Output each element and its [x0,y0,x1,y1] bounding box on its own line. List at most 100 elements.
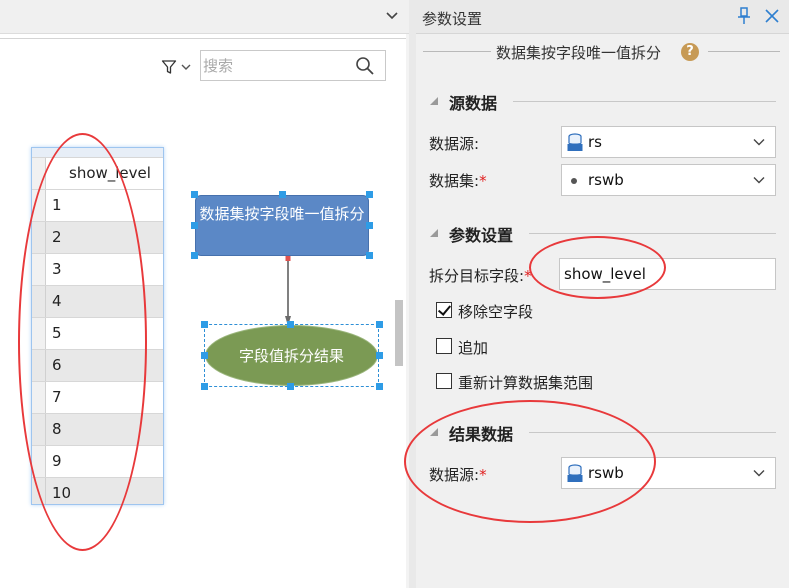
row-header [32,382,46,413]
divider [423,51,491,52]
resize-handle[interactable] [191,222,198,229]
pin-icon[interactable] [736,7,752,25]
table-cell: 1 [52,196,62,214]
append-label[interactable]: 追加 [458,339,489,357]
result-datasource-select[interactable]: rswb [561,457,776,489]
table-cell: 2 [52,228,62,246]
required-mark: * [479,172,487,190]
row-header [32,222,46,253]
table-row[interactable]: 5 [32,317,163,349]
section-source[interactable]: 源数据 [416,90,789,113]
divider [513,101,776,102]
result-node[interactable]: 字段值拆分结果 [205,325,378,386]
split-field-input[interactable]: show_level [559,258,776,290]
collapse-icon[interactable] [430,428,438,436]
table-row[interactable]: 3 [32,253,163,285]
search-icon[interactable] [355,56,375,76]
panel-titlebar: 参数设置 [416,0,789,34]
attribute-table[interactable]: show_level 1 2 3 4 5 6 7 8 9 10 [31,147,164,505]
search-box [200,50,386,81]
resize-handle[interactable] [191,252,198,259]
table-cell: 3 [52,260,62,278]
recompute-bounds-label[interactable]: 重新计算数据集范围 [458,374,594,392]
chevron-down-icon [181,64,191,70]
column-header[interactable]: show_level [69,164,151,182]
resize-handle[interactable] [279,191,286,198]
help-icon[interactable]: ? [681,43,699,61]
resize-handle[interactable] [201,321,208,328]
table-cell: 10 [52,484,72,502]
filter-icon [161,59,177,74]
process-node[interactable]: 数据集按字段唯一值拆分 [195,195,369,256]
panel-title: 参数设置 [422,10,483,28]
resize-handle[interactable] [376,321,383,328]
table-row[interactable]: 10 [32,477,163,504]
datasource-label: 数据源: [429,135,480,153]
collapse-icon[interactable] [430,97,438,105]
row-header [32,350,46,381]
recompute-bounds-checkbox[interactable] [436,373,452,389]
split-field-value: show_level [564,265,646,283]
filter-button[interactable] [153,52,199,81]
table-cell: 5 [52,324,62,342]
section-title: 源数据 [449,94,498,113]
table-row[interactable]: 6 [32,349,163,381]
resize-handle[interactable] [287,321,294,328]
dataset-label: 数据集:* [429,172,487,190]
table-row[interactable]: 8 [32,413,163,445]
panel-splitter[interactable] [409,0,416,588]
chevron-down-icon[interactable] [385,9,399,23]
table-row[interactable]: 7 [32,381,163,413]
resize-handle[interactable] [366,191,373,198]
table-row[interactable]: 4 [32,285,163,317]
resize-handle[interactable] [201,352,208,359]
function-title: 数据集按字段唯一值拆分 [496,44,662,62]
resize-handle[interactable] [201,383,208,390]
table-row[interactable]: 2 [32,221,163,253]
result-datasource-label: 数据源:* [429,466,487,484]
divider [529,233,776,234]
resize-handle[interactable] [376,383,383,390]
parameter-panel: 参数设置 数据集按字段唯一值拆分 ? 源数据 数据源: 参数设置 结果数据 [416,0,789,588]
split-field-label: 拆分目标字段:* [429,267,532,285]
collapse-icon[interactable] [430,229,438,237]
table-cell: 7 [52,388,62,406]
source-dataset-select[interactable]: rswb [561,164,776,196]
chevron-down-icon [753,139,765,146]
table-cell: 6 [52,356,62,374]
select-value: rswb [588,171,624,189]
table-cell: 9 [52,452,62,470]
resize-handle[interactable] [287,383,294,390]
canvas-toolbar [0,0,409,34]
remove-empty-checkbox[interactable] [436,302,452,318]
row-header [32,446,46,477]
section-params[interactable]: 参数设置 [416,222,789,245]
resize-handle[interactable] [376,352,383,359]
resize-handle[interactable] [366,222,373,229]
source-datasource-select[interactable]: rs [561,126,776,158]
section-result[interactable]: 结果数据 [416,421,789,444]
select-value: rswb [588,464,624,482]
section-title: 结果数据 [449,425,514,444]
datasource-icon [567,464,583,482]
resize-handle[interactable] [366,252,373,259]
table-row[interactable]: 9 [32,445,163,477]
table-top-strip [32,148,163,157]
table-cell: 8 [52,420,62,438]
close-icon[interactable] [764,8,780,24]
divider [708,51,780,52]
table-row[interactable]: 1 [32,189,163,221]
table-cell: 4 [52,292,62,310]
required-mark: * [479,466,487,484]
remove-empty-label[interactable]: 移除空字段 [458,303,534,321]
flow-connector[interactable] [285,256,291,328]
resize-handle[interactable] [191,191,198,198]
divider [529,432,776,433]
row-header [32,286,46,317]
append-checkbox[interactable] [436,338,452,354]
function-title-bar: 数据集按字段唯一值拆分 ? [416,38,789,66]
datasource-icon [567,133,583,151]
search-input[interactable] [203,54,349,78]
canvas-scrollbar-thumb[interactable] [395,300,403,366]
chevron-down-icon [753,177,765,184]
